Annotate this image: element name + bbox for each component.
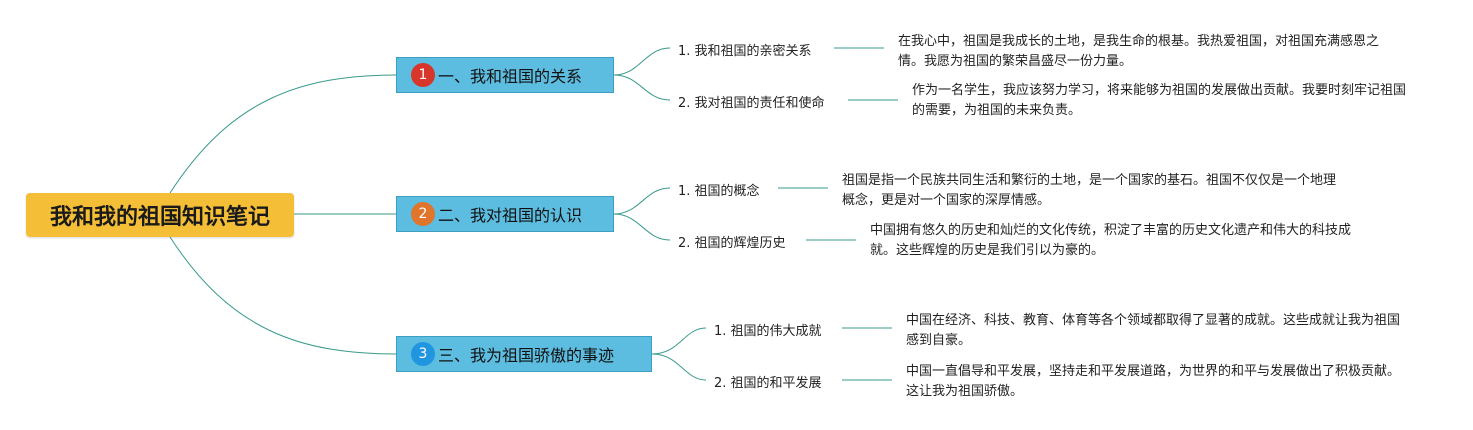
subtopic-2-2[interactable]: 2. 祖国的辉煌历史	[678, 236, 786, 251]
subtopic-2-1[interactable]: 1. 祖国的概念	[678, 184, 760, 199]
connector-b1-sub1	[613, 47, 671, 76]
subtopic-3-1[interactable]: 1. 祖国的伟大成就	[714, 324, 822, 339]
connector-b1-sub2	[613, 74, 671, 101]
branch-label-1: 一、我和祖国的关系	[438, 67, 583, 86]
connector-root-branch-3	[169, 236, 397, 355]
branch-topic-1[interactable]: 1 一、我和祖国的关系	[396, 57, 614, 93]
number-badge-2-icon: 2	[411, 202, 435, 226]
leaf-text-1-2: 作为一名学生，我应该努力学习，将来能够为祖国的发展做出贡献。我要时刻牢记祖国的需…	[912, 83, 1407, 118]
number-badge-3-icon: 3	[411, 342, 435, 366]
branch-topic-2[interactable]: 2 二、我对祖国的认识	[396, 196, 614, 232]
branch-topic-3[interactable]: 3 三、我为祖国骄傲的事迹	[396, 336, 652, 372]
leaf-text-2-1: 祖国是指一个民族共同生活和繁衍的土地，是一个国家的基石。祖国不仅仅是一个地理概念…	[842, 173, 1337, 208]
connector-b3-sub2	[651, 353, 707, 381]
root-title: 我和我的祖国知识笔记	[49, 205, 270, 230]
connector-b2-sub1	[613, 187, 671, 215]
connector-root-branch-1	[169, 74, 397, 194]
subtopic-1-2[interactable]: 2. 我对祖国的责任和使命	[678, 96, 825, 111]
branch-label-3: 三、我为祖国骄傲的事迹	[438, 346, 615, 365]
subtopic-1-1[interactable]: 1. 我和祖国的亲密关系	[678, 44, 812, 59]
root-topic[interactable]: 我和我的祖国知识笔记	[26, 193, 294, 237]
leaf-text-3-1: 中国在经济、科技、教育、体育等各个领域都取得了显著的成就。这些成就让我为祖国感到…	[906, 313, 1401, 348]
subtopic-3-2[interactable]: 2. 祖国的和平发展	[714, 376, 822, 391]
leaf-text-2-2: 中国拥有悠久的历史和灿烂的文化传统，积淀了丰富的历史文化遗产和伟大的科技成就。这…	[870, 223, 1352, 258]
number-badge-1-icon: 1	[411, 63, 435, 87]
leaf-text-3-2: 中国一直倡导和平发展，坚持走和平发展道路，为世界的和平与发展做出了积极贡献。这让…	[906, 364, 1401, 399]
connector-b2-sub2	[613, 213, 671, 241]
leaf-text-1-1: 在我心中，祖国是我成长的土地，是我生命的根基。我热爱祖国，对祖国充满感恩之情。我…	[898, 34, 1380, 69]
branch-label-2: 二、我对祖国的认识	[438, 206, 583, 225]
connector-b3-sub1	[651, 327, 707, 355]
